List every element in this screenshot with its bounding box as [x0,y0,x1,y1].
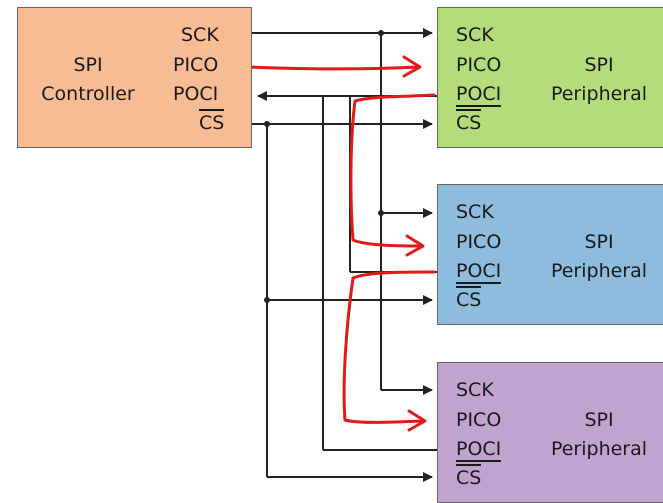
spi-peripheral-1-box: SCK PICO POCI CS SPI Peripheral [437,7,663,148]
peripheral-2-pin-poci: POCI [456,260,502,284]
junction-dot [264,297,270,303]
controller-pin-pico: PICO [173,54,219,76]
cs-bus [252,119,433,482]
peripheral-3-pin-cs: CS [456,464,482,489]
peripheral-3-pin-poci: POCI [456,438,502,462]
peripheral-3-pin-sck: SCK [456,379,494,401]
peripheral-2-pin-sck: SCK [456,201,494,223]
spi-peripheral-3-box: SCK PICO POCI CS SPI Peripheral [437,362,663,503]
controller-pin-poci: POCI [173,83,219,105]
peripheral-1-name-line2: Peripheral [550,83,648,105]
peripheral-2-pin-pico: PICO [456,231,502,253]
controller-name-line1: SPI [73,54,103,76]
peripheral-2-pin-cs: CS [456,286,482,311]
peripheral-3-pin-pico: PICO [456,409,502,431]
peripheral-3-name-line1: SPI [584,409,614,431]
controller-pin-cs: CS [199,109,225,134]
peripheral-2-name-line2: Peripheral [550,260,648,282]
spi-peripheral-2-box: SCK PICO POCI CS SPI Peripheral [437,184,663,325]
peripheral-1-pin-poci: POCI [456,83,502,107]
junction-dot [378,30,384,36]
peripheral-1-name-line1: SPI [584,54,614,76]
spi-controller-box: SPI Controller SCK PICO POCI CS [17,7,252,148]
controller-pin-sck: SCK [181,24,219,46]
peripheral-2-name-line1: SPI [584,231,614,253]
peripheral-3-name-line2: Peripheral [550,438,648,460]
junction-dot [264,121,270,127]
highlighted-data-path [247,55,436,432]
junction-dot [378,210,384,216]
peripheral-1-pin-pico: PICO [456,54,502,76]
controller-name-line2: Controller [41,83,135,105]
sck-bus [252,28,433,395]
peripheral-1-pin-sck: SCK [456,24,494,46]
peripheral-1-pin-cs: CS [456,109,482,134]
